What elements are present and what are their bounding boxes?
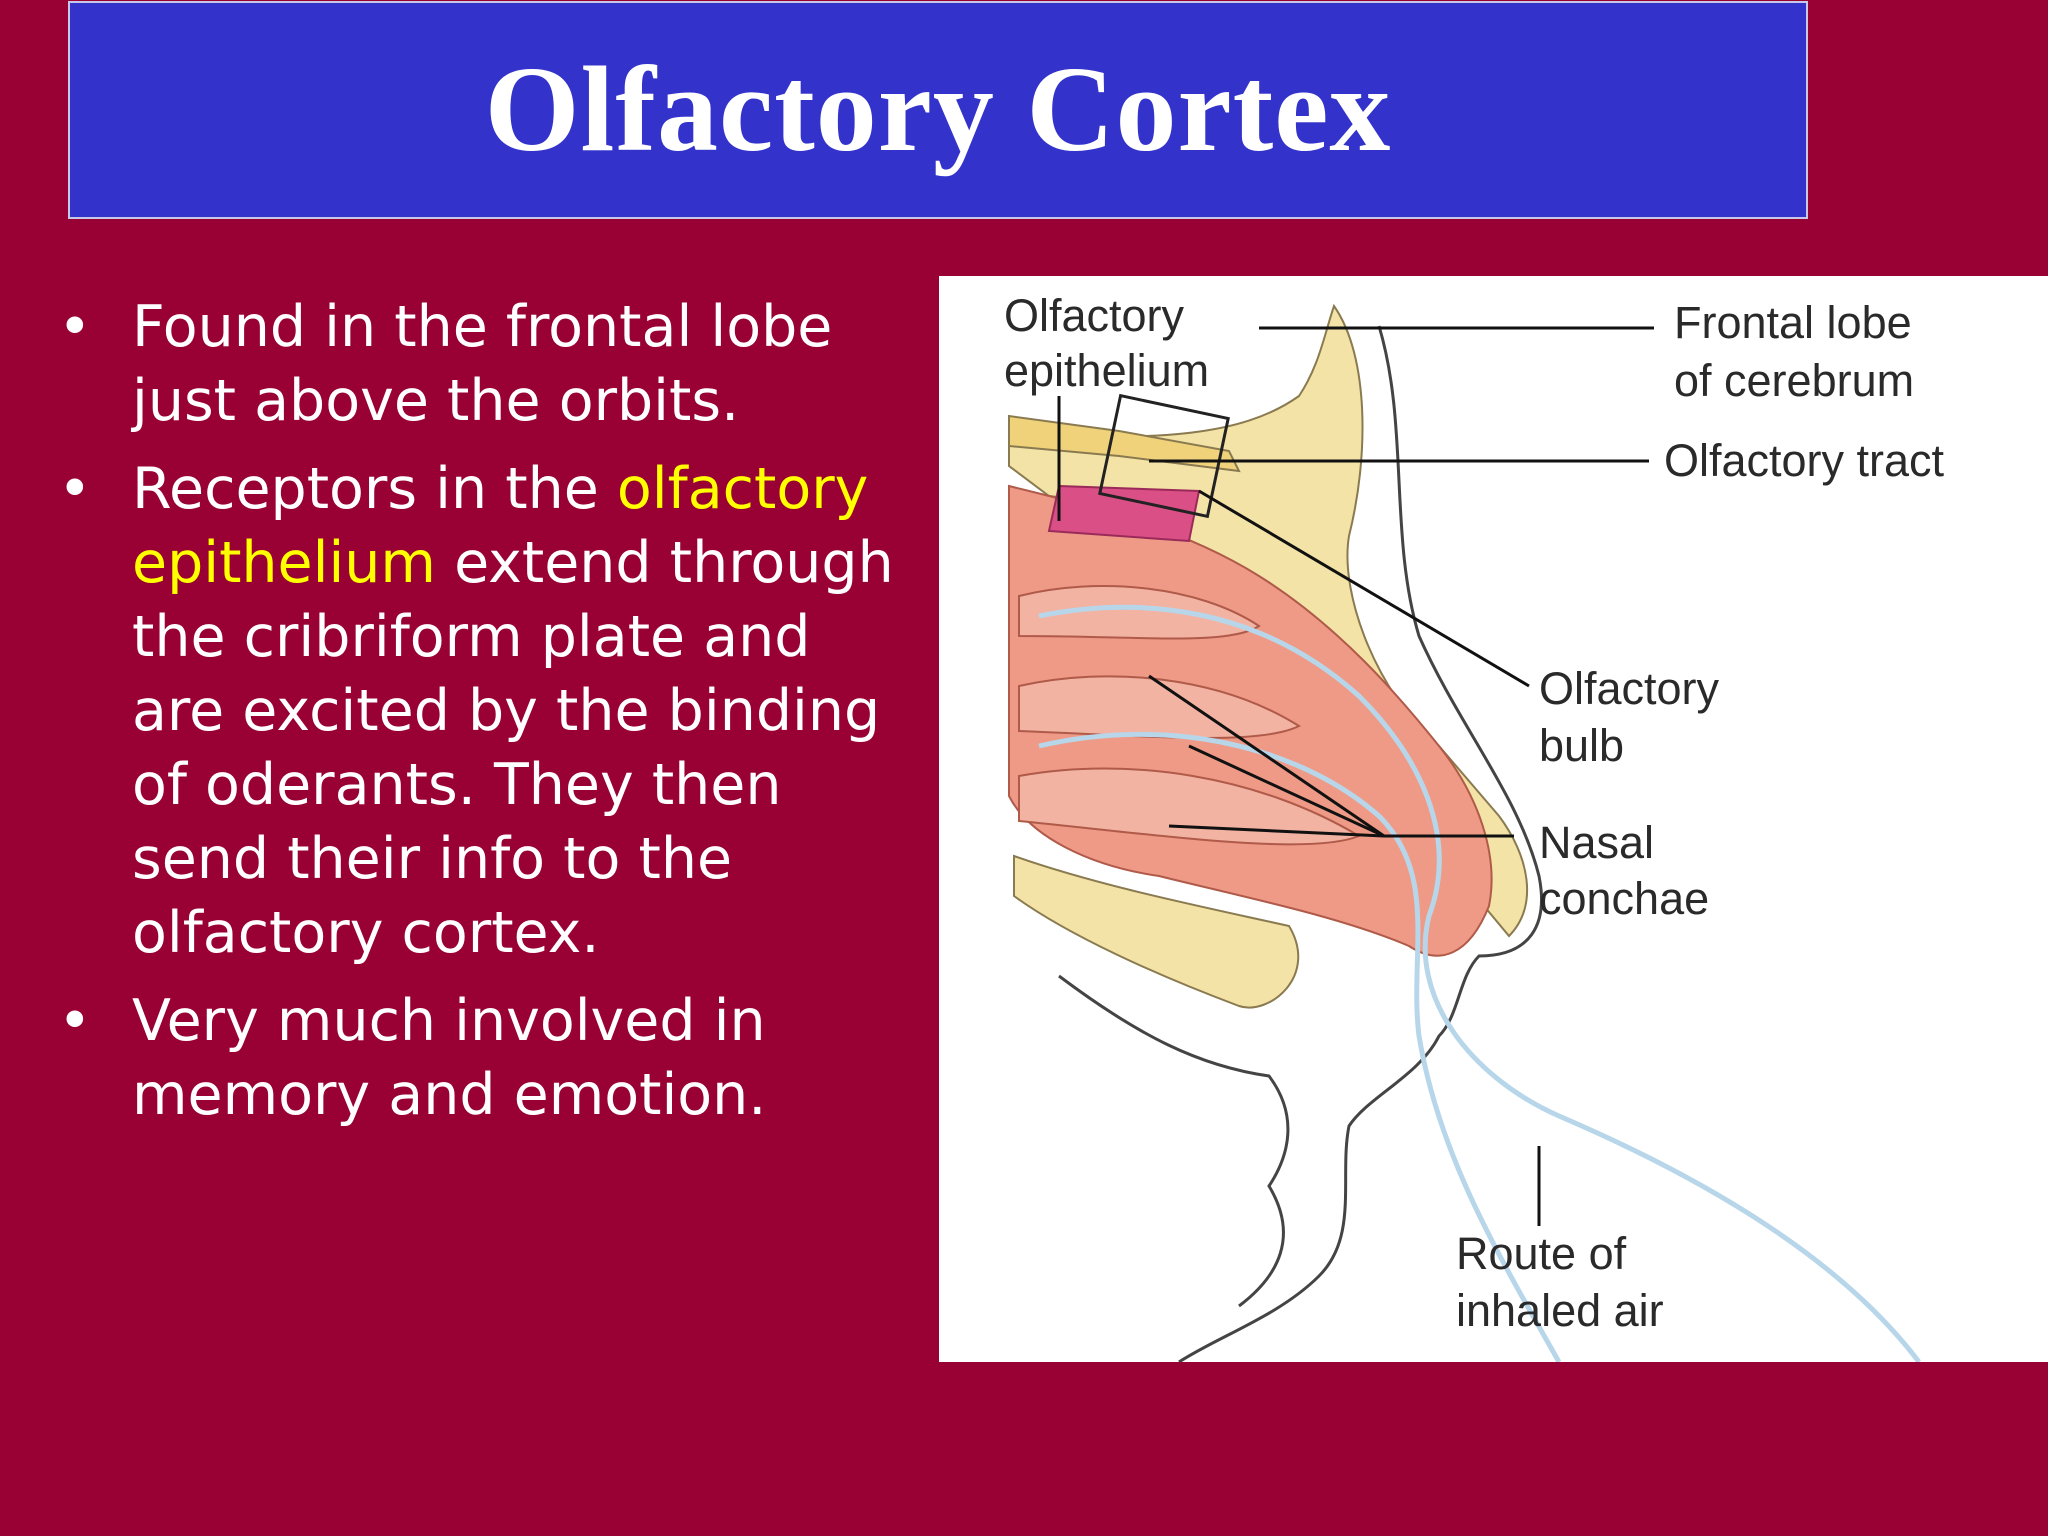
label-olfactory-tract: Olfactory tract xyxy=(1664,435,1945,486)
bullet-list: • Found in the frontal lobe just above t… xyxy=(50,290,910,1146)
bullet-icon: • xyxy=(58,294,92,360)
title-bar: Olfactory Cortex xyxy=(68,1,1808,219)
palate-bone xyxy=(1013,854,1300,1009)
airflow-line xyxy=(1038,604,1921,1362)
label-olfactory-bulb: Olfactory bulb xyxy=(1539,663,1732,771)
airflow-line xyxy=(1038,731,1562,1362)
bullet-icon: • xyxy=(58,456,92,522)
label-route-of-air: Route of inhaled air xyxy=(1456,1228,1664,1336)
nasal-anatomy-figure: Olfactory epithelium Frontal lobe of cer… xyxy=(939,276,2048,1362)
slide-title: Olfactory Cortex xyxy=(484,42,1392,177)
leader-line xyxy=(1148,674,1385,838)
zoom-box xyxy=(1098,393,1230,519)
bullet-text: Very much involved in memory and emotion… xyxy=(132,988,767,1128)
bullet-item: • Found in the frontal lobe just above t… xyxy=(50,290,910,438)
bullet-text-post: extend through the cribriform plate and … xyxy=(132,530,894,966)
highlighted-term: olfactory epithelium xyxy=(132,456,869,596)
face-outline xyxy=(1178,325,1543,1362)
label-frontal-lobe: Frontal lobe of cerebrum xyxy=(1674,297,1924,406)
label-olfactory-epithelium: Olfactory epithelium xyxy=(1004,290,1209,396)
conchae-upper xyxy=(1018,585,1261,640)
bullet-item: • Very much involved in memory and emoti… xyxy=(50,984,910,1132)
bullet-item: • Receptors in the olfactory epithelium … xyxy=(50,452,910,970)
olfactory-epithelium xyxy=(1047,484,1201,543)
bullet-text-pre: Receptors in the xyxy=(132,456,617,522)
nasal-anatomy-diagram: Olfactory epithelium Frontal lobe of cer… xyxy=(1004,290,1945,1362)
bullet-text: Found in the frontal lobe just above the… xyxy=(132,294,833,434)
leader-line xyxy=(1168,824,1385,838)
jaw-outline xyxy=(1058,974,1290,1308)
label-nasal-conchae: Nasal conchae xyxy=(1539,817,1709,924)
olfactory-tract xyxy=(1008,414,1241,473)
leader-line xyxy=(1188,744,1385,838)
bullet-icon: • xyxy=(58,988,92,1054)
leader-line xyxy=(1198,489,1530,688)
